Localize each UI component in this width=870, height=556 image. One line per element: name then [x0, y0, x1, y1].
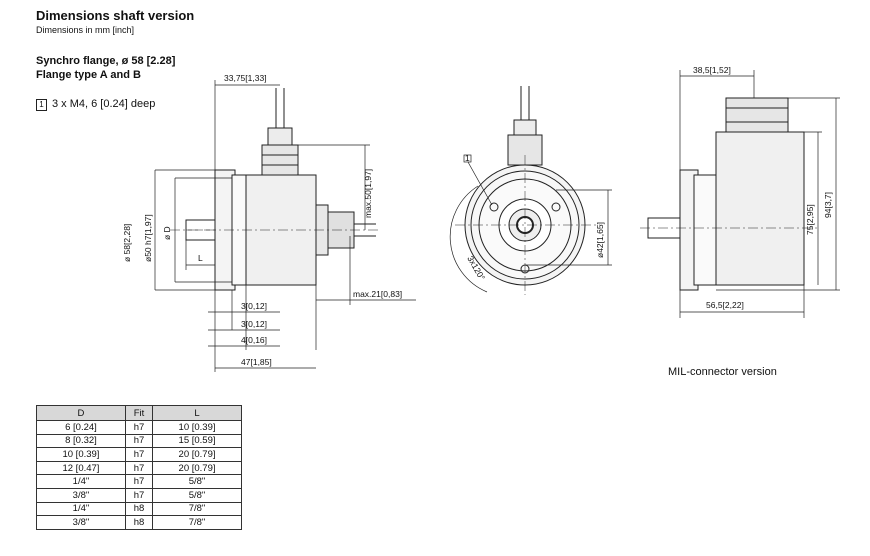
dim-bottom-mil: 56,5[2,22] — [706, 300, 744, 310]
cell-d: 1/4" — [36, 501, 126, 517]
cell-l: 7/8" — [152, 501, 242, 517]
dim-max21: max.21[0,83] — [353, 289, 402, 299]
dim-max50: max.50[1,97] — [363, 169, 373, 218]
flange-type: Flange type A and B — [36, 69, 141, 81]
front-view-body — [455, 86, 600, 295]
flange-heading: Synchro flange, ø 58 [2.28] — [36, 55, 176, 67]
cell-d: 3/8" — [36, 515, 126, 530]
dim-47: 47[1,85] — [241, 357, 272, 367]
column-header-fit: Fit — [124, 405, 154, 421]
cell-fit: h7 — [124, 447, 154, 462]
dim-diaD: ø D — [162, 226, 172, 240]
dim-3a: 3[0,12] — [241, 301, 267, 311]
cell-fit: h7 — [124, 433, 154, 449]
cell-d: 6 [0.24] — [36, 420, 126, 435]
dim-top-mil: 38,5[1,52] — [693, 65, 731, 75]
column-header-d: D — [36, 405, 126, 421]
cell-l: 15 [0.59] — [152, 433, 242, 449]
cell-d: 10 [0.39] — [36, 447, 126, 462]
thread-note: 1 3 x M4, 6 [0.24] deep — [36, 98, 155, 111]
cell-d: 12 [0.47] — [36, 460, 126, 476]
dim-top-side: 33,75[1,33] — [224, 73, 267, 83]
cell-d: 3/8" — [36, 487, 126, 503]
side-view-dimensions — [154, 80, 416, 372]
cell-l: 5/8" — [152, 487, 242, 503]
dim-75: 75[2,95] — [805, 204, 815, 235]
mil-view-body — [640, 97, 820, 291]
note-marker: 1 — [36, 99, 47, 111]
dim-94: 94[3,7] — [823, 192, 833, 218]
column-header-l: L — [152, 405, 242, 421]
cell-l: 20 [0.79] — [152, 460, 242, 476]
dim-L: L — [198, 253, 203, 263]
cell-fit: h7 — [124, 460, 154, 476]
dim-4: 4[0,16] — [241, 335, 267, 345]
table-header-row: D Fit L — [36, 405, 242, 421]
dim-3b: 3[0,12] — [241, 319, 267, 329]
mil-view-dimensions — [679, 70, 840, 318]
dim-dia58: ø 58[2,28] — [122, 224, 132, 262]
cell-l: 5/8" — [152, 474, 242, 489]
front-view-dimensions — [449, 154, 612, 293]
cell-fit: h7 — [124, 487, 154, 503]
page-subtitle: Dimensions in mm [inch] — [36, 25, 135, 35]
cell-d: 1/4" — [36, 474, 126, 489]
cell-fit: h7 — [124, 420, 154, 435]
cell-l: 7/8" — [152, 515, 242, 530]
mil-caption: MIL-connector version — [668, 366, 777, 378]
front-marker: 1 — [465, 153, 470, 163]
cell-d: 8 [0.32] — [36, 433, 126, 449]
cell-fit: h7 — [124, 474, 154, 489]
dim-dia50: ø50 h7[1,97] — [143, 214, 153, 262]
page-title: Dimensions shaft version — [36, 8, 195, 23]
note-text: 3 x M4, 6 [0.24] deep — [52, 98, 156, 110]
cell-l: 20 [0.79] — [152, 447, 242, 462]
cell-fit: h8 — [124, 515, 154, 530]
dim-dia42: ø42[1,65] — [595, 222, 605, 258]
cell-fit: h8 — [124, 501, 154, 517]
cell-l: 10 [0.39] — [152, 420, 242, 435]
